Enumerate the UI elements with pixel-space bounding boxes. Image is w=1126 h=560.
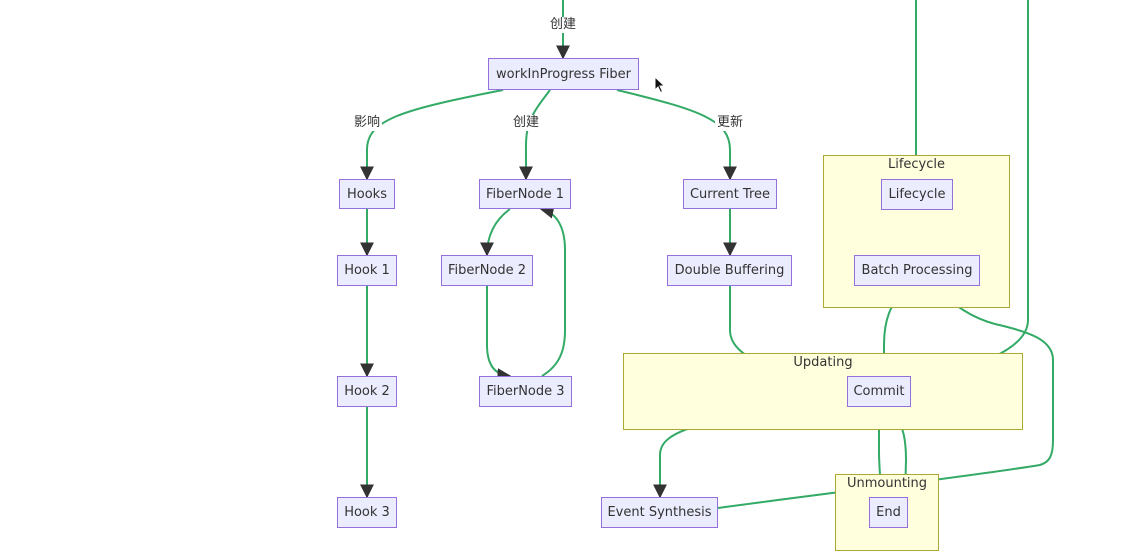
edge-wip-fiber1 — [519, 89, 551, 181]
cluster-label-updating: Updating — [793, 355, 853, 370]
node-event-synthesis[interactable]: Event Synthesis — [601, 497, 718, 528]
edge-label-to-fiber1: 创建 — [510, 115, 542, 131]
edge-wip-hooks — [360, 89, 504, 181]
node-commit[interactable]: Commit — [847, 376, 911, 407]
node-hooks[interactable]: Hooks — [339, 179, 395, 209]
edge-label-to-hooks: 影响 — [351, 115, 383, 131]
edge-label-into-wip: 创建 — [547, 17, 579, 33]
node-double-buffering[interactable]: Double Buffering — [667, 255, 792, 286]
node-end[interactable]: End — [869, 497, 908, 528]
node-batch-processing[interactable]: Batch Processing — [854, 255, 980, 286]
node-fibernode-1[interactable]: FiberNode 1 — [479, 179, 571, 209]
mouse-pointer-icon — [654, 76, 666, 94]
cluster-label-unmounting: Unmounting — [846, 476, 928, 491]
edge-fiber1-fiber2 — [480, 208, 511, 257]
node-workinprogress-fiber[interactable]: workInProgress Fiber — [488, 58, 639, 90]
node-lifecycle[interactable]: Lifecycle — [881, 179, 953, 210]
node-hook-2[interactable]: Hook 2 — [337, 376, 397, 407]
node-fibernode-2[interactable]: FiberNode 2 — [441, 255, 533, 286]
node-current-tree[interactable]: Current Tree — [683, 179, 777, 209]
edge-label-to-current: 更新 — [714, 115, 746, 131]
cluster-updating: Updating — [623, 353, 1023, 430]
edge-wip-current — [616, 89, 737, 181]
edge-fiber2-fiber3 — [486, 286, 512, 383]
edge-fiber3-fiber1 — [539, 204, 566, 377]
cluster-label-lifecycle: Lifecycle — [887, 157, 946, 172]
node-fibernode-3[interactable]: FiberNode 3 — [479, 376, 572, 407]
node-hook-3[interactable]: Hook 3 — [337, 497, 397, 528]
node-hook-1[interactable]: Hook 1 — [337, 255, 397, 286]
